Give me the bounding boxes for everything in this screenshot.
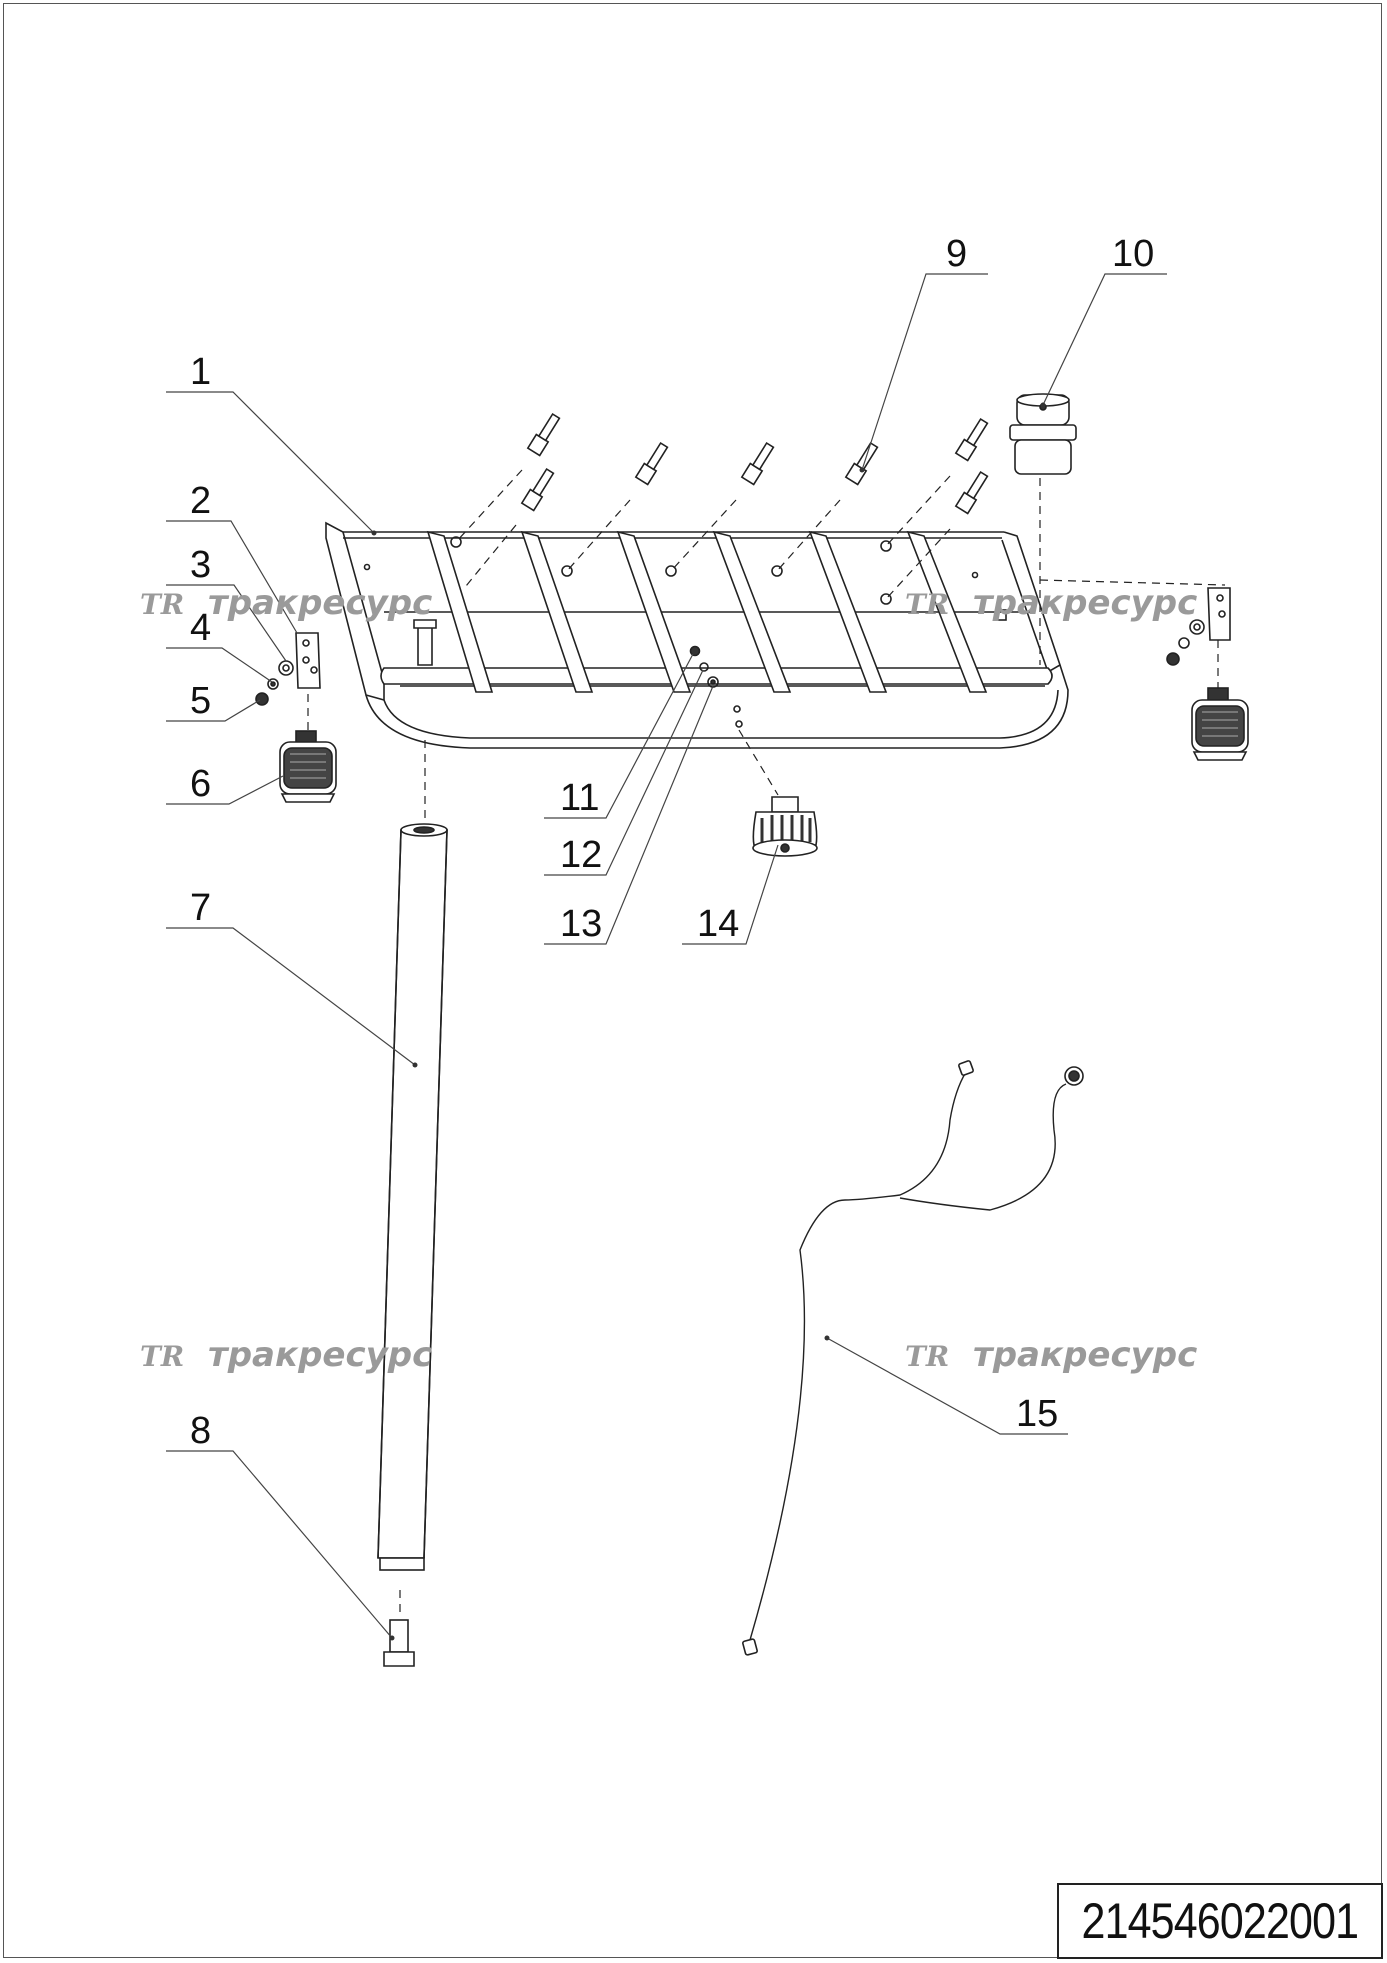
callout-4: 4 [190,607,211,649]
callout-5: 5 [190,680,211,722]
work-lamp-right [1191,687,1249,761]
callout-1: 1 [190,351,211,393]
work-lamp-left [279,730,337,803]
callout-7: 7 [190,887,211,929]
callout-15: 15 [1016,1393,1058,1435]
tray-housing [325,521,1069,749]
callout-3: 3 [190,544,211,586]
watermark-top-right: TR тракресурс [905,583,1197,623]
left-bracket [255,632,321,706]
callout-6: 6 [190,763,211,805]
svg-text:TR: TR [905,588,949,621]
callout-9: 9 [946,233,967,275]
callout-13: 13 [560,903,602,945]
svg-text:тракресурс: тракресурс [208,583,432,623]
pin-part [383,1619,415,1667]
document-code-box: 214546022001 [1057,1883,1383,1959]
drawing-frame [3,3,1382,1958]
svg-text:TR: TR [140,1340,184,1373]
callout-8: 8 [190,1410,211,1452]
right-bracket [1166,587,1231,666]
watermark-bottom-right: TR тракресурс [905,1335,1197,1375]
bolt-set [520,412,989,515]
svg-text:TR: TR [140,588,184,621]
callout-11: 11 [560,777,599,819]
round-lamp [752,796,818,857]
callout-12: 12 [560,834,602,876]
callout-14: 14 [697,903,739,945]
callout-2: 2 [190,480,211,522]
svg-text:TR: TR [905,1340,949,1373]
watermark-top-left: TR тракресурс [140,583,432,623]
svg-text:тракресурс: тракресурс [973,1335,1197,1375]
watermark-bottom-left: TR тракресурс [140,1335,432,1375]
support-tube [377,823,448,1571]
cable-harness [742,1060,1084,1656]
svg-text:тракресурс: тракресурс [208,1335,432,1375]
callout-10: 10 [1112,233,1154,275]
document-code: 214546022001 [1081,1893,1360,1949]
svg-text:тракресурс: тракресурс [973,583,1197,623]
